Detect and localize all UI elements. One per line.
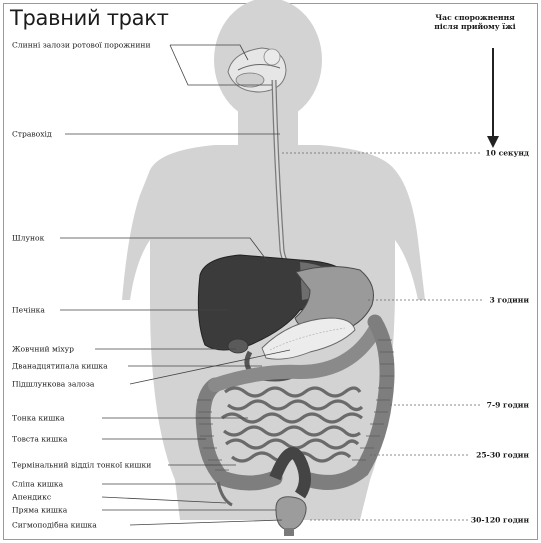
time-axis-header: Час спорожнення після прийому їжі [425,14,525,31]
label-cecum: Сліпа кишка [12,480,63,489]
label-gallbladder: Жовчний міхур [12,345,74,354]
label-terminal-ileum: Термінальний відділ тонкої кишки [12,461,151,470]
label-esophagus: Стравохід [12,130,52,139]
time-colon: 25-30 годин [476,451,529,460]
time-small-intestine: 7-9 годин [487,401,529,410]
time-esophagus: 10 секунд [485,149,529,158]
rectum [276,497,306,530]
label-pancreas: Підшлункова залоза [12,380,94,389]
time-stomach: 3 години [489,296,529,305]
time-rectum: 30-120 годин [471,516,529,525]
label-rectum: Пряма кишка [12,506,67,515]
time-header-line2: після прийому їжі [425,23,525,32]
label-colon: Товста кишка [12,435,67,444]
label-liver: Печінка [12,306,45,315]
label-stomach: Шлунок [12,234,44,243]
label-sigmoid-colon: Сигмоподібна кишка [12,521,97,530]
label-salivary-glands: Слинні залози ротової порожнини [12,41,151,50]
label-duodenum: Дванадцятипала кишка [12,362,108,371]
diagram-title: Травний тракт [10,6,169,30]
label-small-intestine: Тонка кишка [12,414,65,423]
label-appendix: Апендикс [12,493,51,502]
gallbladder [228,339,248,353]
